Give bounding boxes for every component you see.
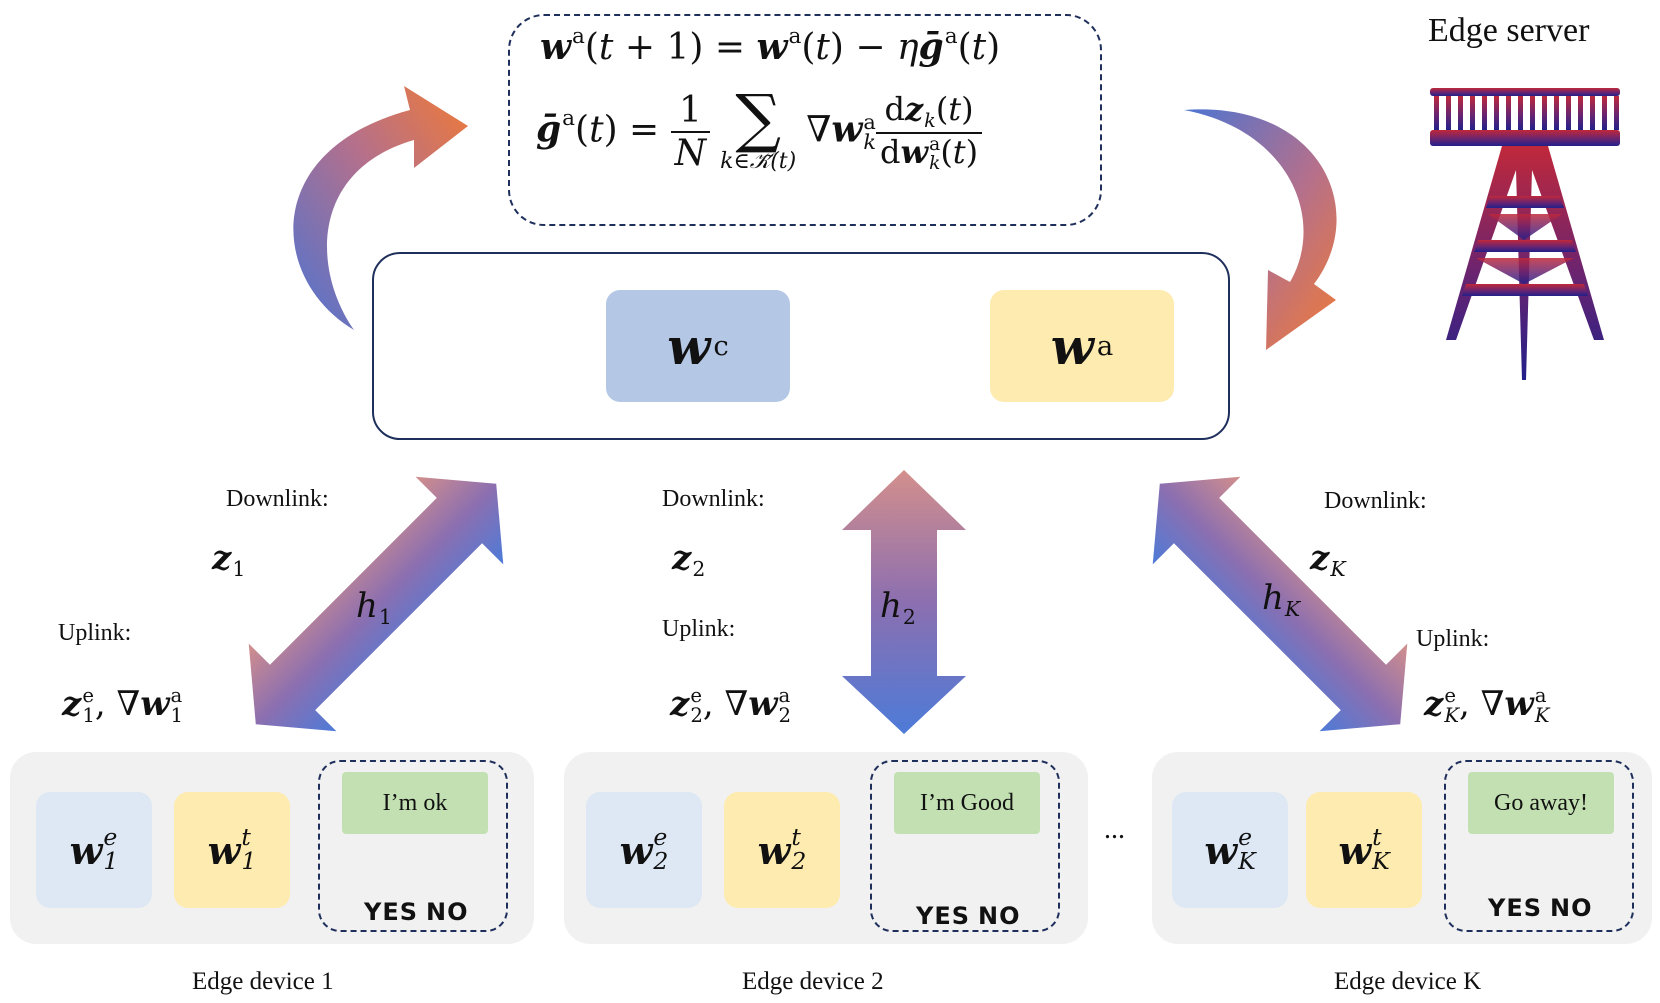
channel-label-k: hK [1262,578,1301,622]
yes-label-1: YES [364,898,419,926]
no-label-k: NO [1550,894,1593,922]
update-curve-arrow-left [293,86,468,330]
aggregation-formula-box [508,14,1102,226]
device-caption-1: Edge device 1 [192,968,334,995]
device-caption-2: Edge device 2 [742,968,884,995]
downlink-label-k: Downlink: [1324,488,1427,514]
more-devices-ellipsis: ... [1104,814,1125,845]
link-arrow-device-2 [842,470,966,734]
yes-label-k: YES [1488,894,1543,922]
uplink-label-k: Uplink: [1416,626,1490,652]
channel-label-2: h2 [880,586,916,630]
speech-bubble-2: I’m Good [894,772,1040,834]
update-curve-arrow-right [1184,109,1337,351]
downlink-value-2: z2 [672,538,706,582]
feedback-box-1 [318,760,508,932]
downlink-label-1: Downlink: [226,486,329,512]
feedback-box-2 [870,760,1060,932]
downlink-label-2: Downlink: [662,486,765,512]
speech-bubble-1: I’m ok [342,772,488,834]
edge-server-title: Edge server [1428,12,1590,49]
downlink-value-k: zK [1310,538,1346,582]
link-arrow-device-k [1152,476,1408,732]
speech-bubble-k: Go away! [1468,772,1614,834]
feedback-box-k [1444,760,1634,932]
yes-label-2: YES [916,902,971,930]
no-label-2: NO [978,902,1021,930]
formula-update-rule: wa(t + 1) = wa(t) − ηḡa(t) [540,24,1001,69]
downlink-value-1: z1 [212,538,246,582]
channel-label-1: h1 [356,586,392,630]
device-caption-k: Edge device K [1334,968,1482,995]
no-label-1: NO [426,898,469,926]
link-arrow-device-1 [248,476,504,732]
edge-server-tower-icon [1430,88,1620,380]
uplink-label-2: Uplink: [662,616,736,642]
uplink-label-1: Uplink: [58,620,132,646]
